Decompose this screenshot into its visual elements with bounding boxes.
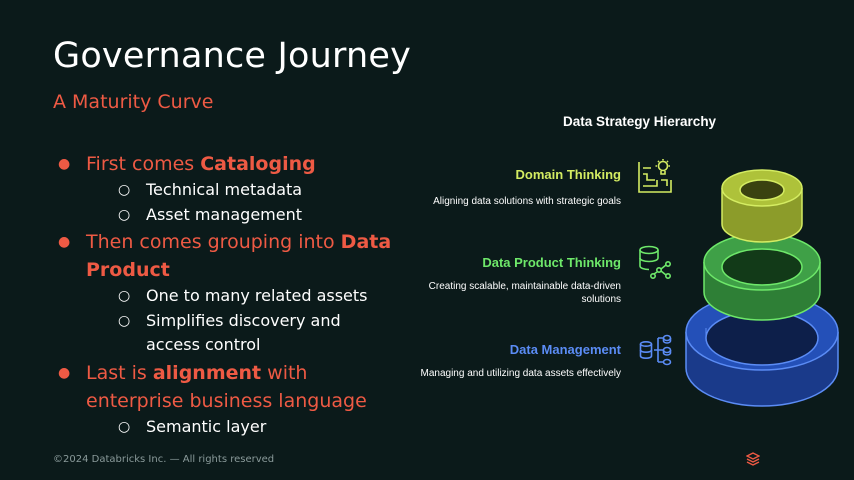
bullet-list: First comes Cataloging Technical metadat… [58, 150, 398, 440]
footer-copyright: ©2024 Databricks Inc. — All rights reser… [53, 454, 275, 465]
bullet-cataloging: First comes Cataloging Technical metadat… [58, 150, 398, 227]
sub-bullet-list: One to many related assets Simplifies di… [86, 284, 398, 358]
bullet-emphasis: Cataloging [200, 153, 316, 175]
tier-heading-data-management: Data Management [509, 342, 621, 357]
sub-bullet: Simplifies discovery and access control [86, 309, 398, 358]
slide-subtitle: A Maturity Curve [53, 91, 214, 113]
databricks-logo-icon [746, 452, 760, 466]
rings-stack-diagram [685, 169, 839, 407]
bullet-emphasis: alignment [152, 361, 262, 384]
diagram-title: Data Strategy Hierarchy [563, 114, 717, 129]
tier-heading-domain: Domain Thinking [515, 167, 621, 182]
sub-bullet-list: Semantic layer [86, 415, 398, 440]
bullet-data-product: Then comes grouping into Data Product On… [58, 228, 398, 358]
sub-bullet: One to many related assets [86, 284, 398, 309]
ring-domain-thinking [721, 169, 803, 243]
sub-bullet-list: Technical metadata Asset management [86, 178, 398, 227]
bullet-emphasis: Data Product [86, 231, 392, 281]
database-hierarchy-icon [639, 334, 672, 366]
tier-description-data-product: Creating scalable, maintainable data-dri… [428, 281, 621, 305]
sub-bullet: Asset management [86, 203, 398, 228]
tier-description-domain: Aligning data solutions with strategic g… [433, 196, 621, 207]
bullet-alignment: Last is alignment with enterprise busine… [58, 359, 398, 440]
slide-title: Governance Journey [53, 36, 411, 76]
ring-data-product-thinking [703, 233, 821, 321]
tier-description-data-management: Managing and utilizing data assets effec… [420, 368, 622, 379]
sub-bullet: Semantic layer [86, 415, 398, 440]
database-network-icon [639, 245, 671, 279]
sub-bullet: Technical metadata [86, 178, 398, 203]
lightbulb-circuit-icon [638, 159, 672, 193]
tier-heading-data-product: Data Product Thinking [482, 255, 621, 270]
